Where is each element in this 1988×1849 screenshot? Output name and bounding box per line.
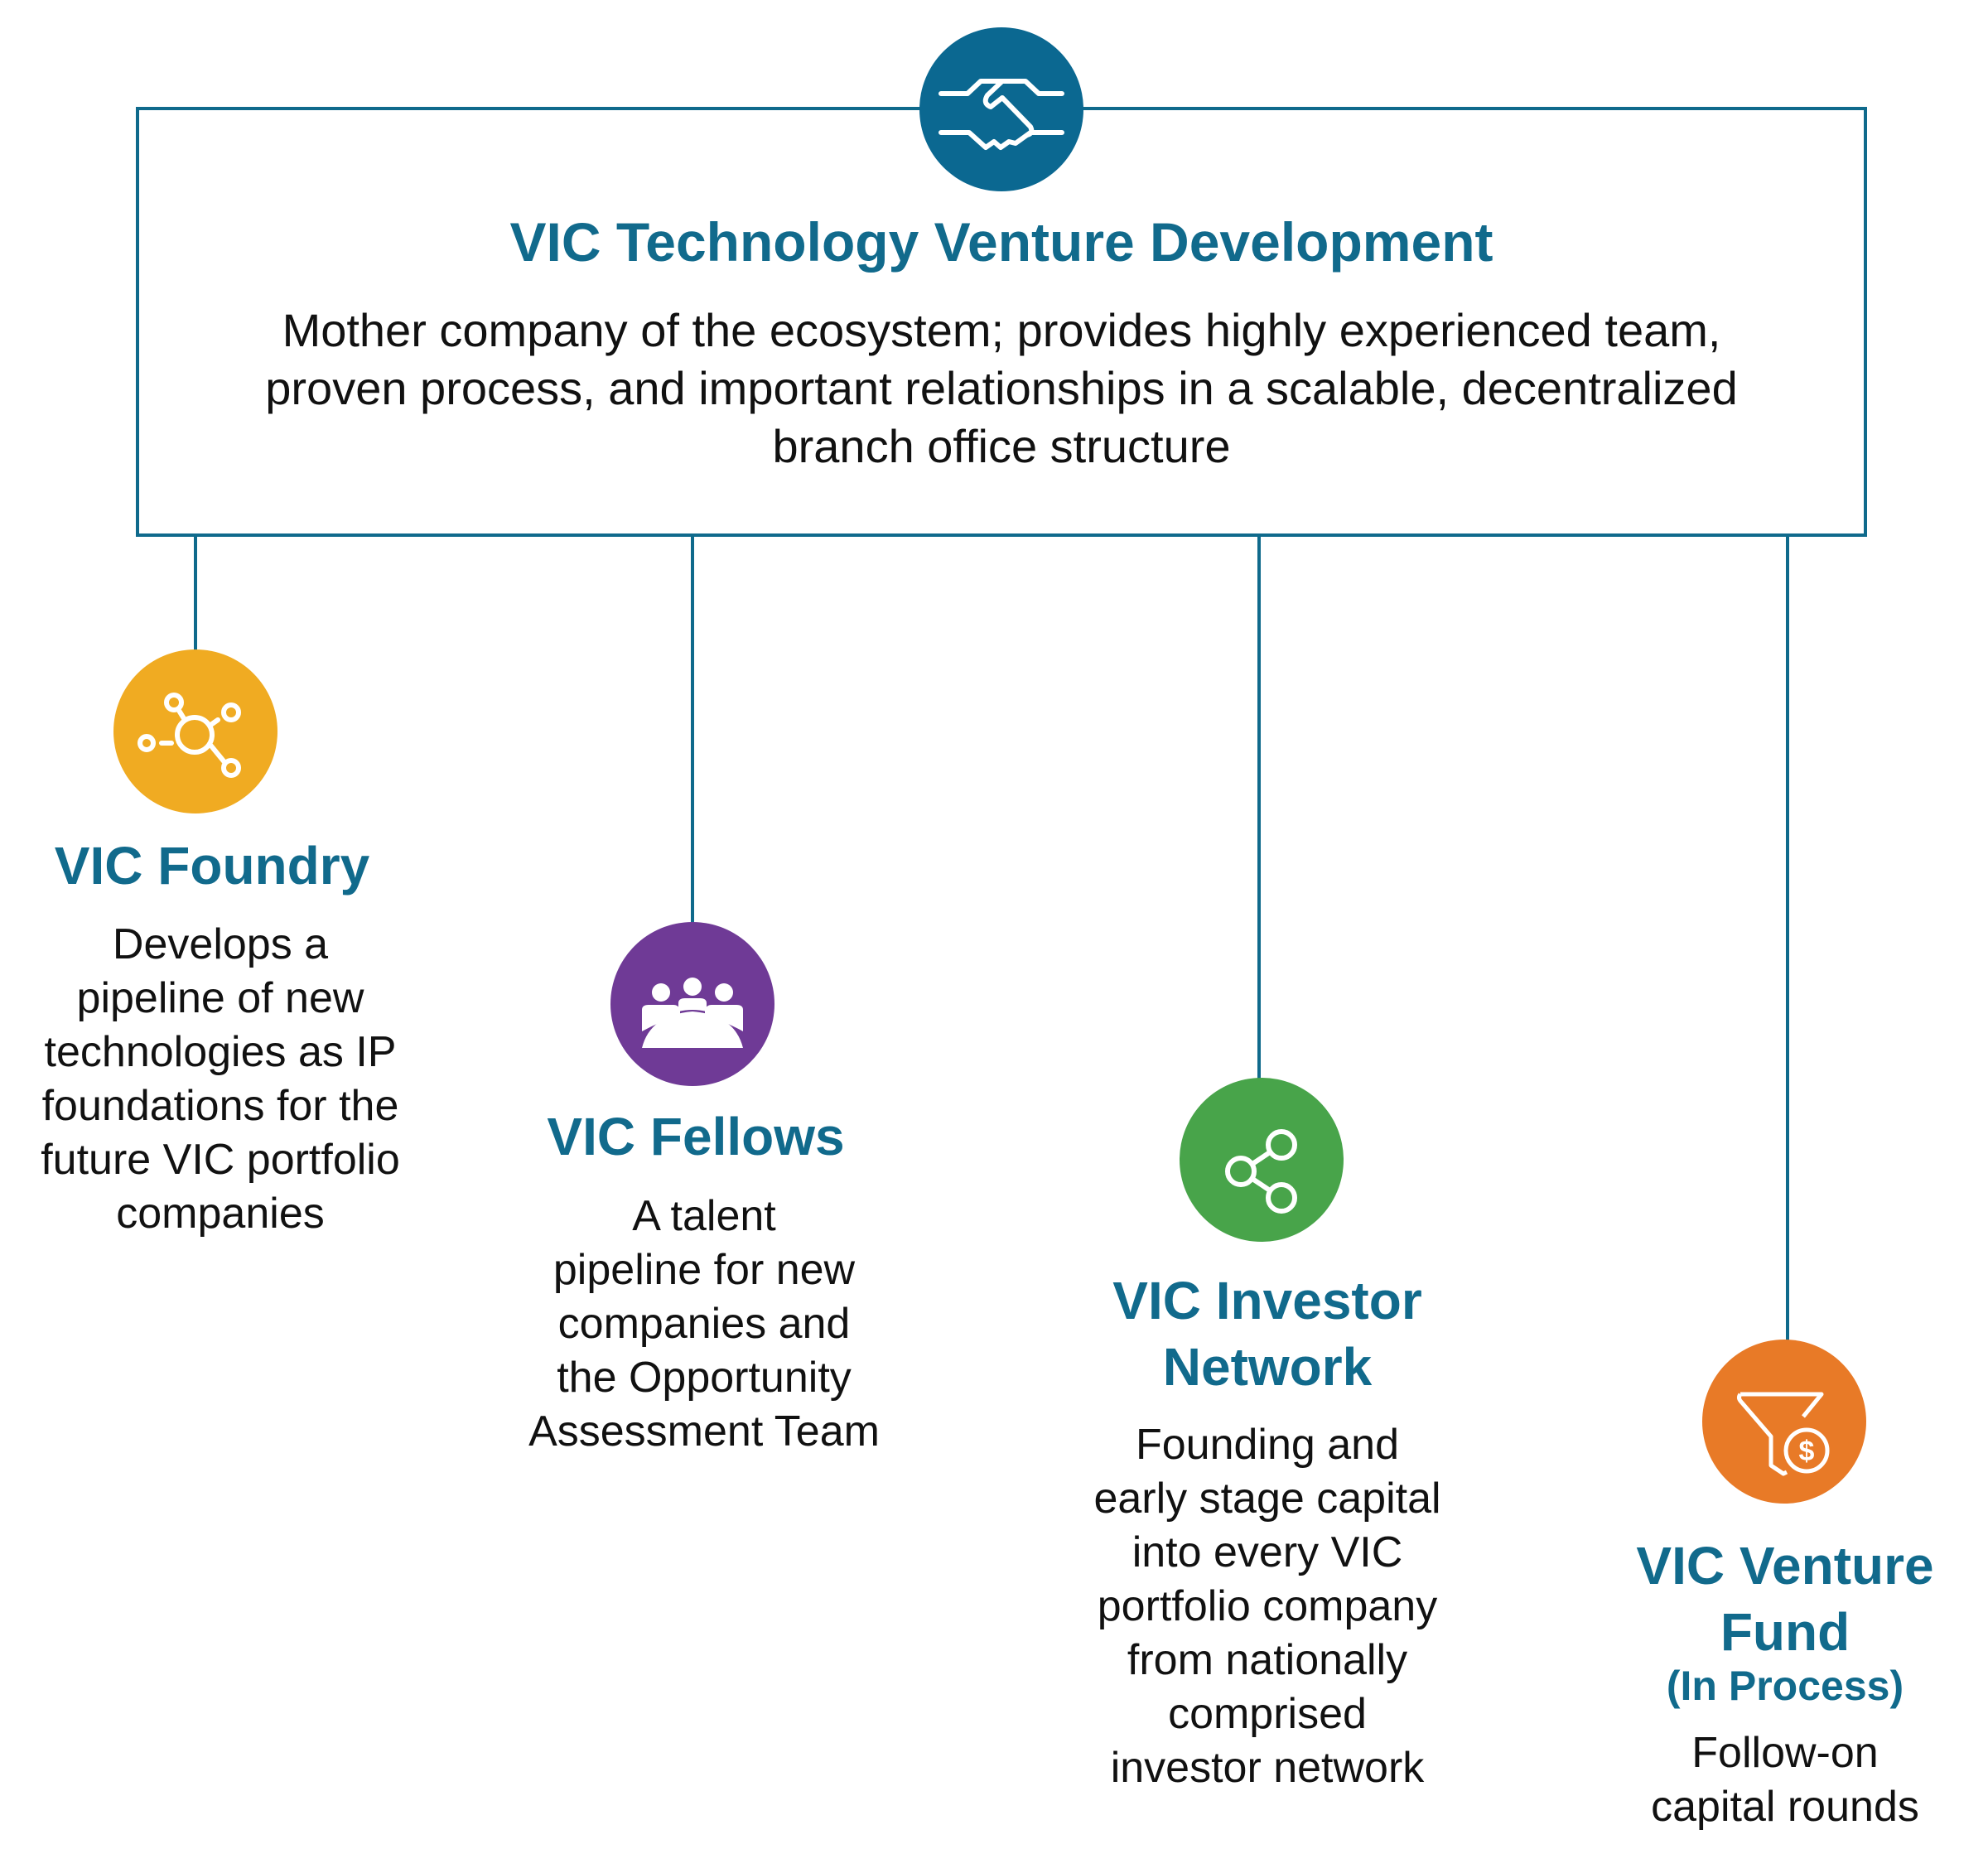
description-line: from nationally: [1127, 1636, 1408, 1684]
description-line: pipeline of new: [76, 974, 364, 1022]
description-line: proven process, and important relationsh…: [265, 362, 1738, 414]
venture-icon-circle: $: [1702, 1340, 1866, 1504]
handshake-icon: [939, 79, 1064, 150]
title-line: VIC Venture: [1636, 1536, 1934, 1596]
description-line: Mother company of the ecosystem; provide…: [282, 304, 1721, 356]
venture-description: Follow-on capital rounds: [1599, 1726, 1971, 1834]
header-icon-circle: [919, 27, 1083, 191]
parent-company-title: VIC Technology Venture Development: [509, 211, 1493, 273]
parent-company-description: Mother company of the ecosystem; provide…: [136, 302, 1867, 476]
description-line: portfolio company: [1097, 1582, 1438, 1630]
molecule-network-icon: [138, 693, 241, 778]
description-line: foundations for the: [41, 1082, 399, 1130]
description-line: companies and: [557, 1300, 851, 1348]
description-line: Assessment Team: [528, 1407, 880, 1456]
description-line: A talent: [632, 1192, 776, 1240]
connector-foundry: [194, 533, 197, 651]
foundry-title: VIC Foundry: [54, 836, 370, 896]
description-line: capital rounds: [1651, 1783, 1919, 1831]
connector-venture: [1786, 533, 1789, 1341]
title-line: Fund: [1720, 1602, 1850, 1662]
description-line: early stage capital: [1093, 1475, 1441, 1523]
description-line: the Opportunity: [557, 1354, 852, 1402]
investor-icon-circle: [1180, 1078, 1344, 1242]
description-line: Follow-on: [1691, 1729, 1879, 1777]
venture-title: VIC Venture Fund: [1599, 1533, 1971, 1665]
description-line: Develops a: [112, 920, 329, 968]
investor-description: Founding and early stage capital into ev…: [1060, 1418, 1474, 1795]
connector-fellows: [691, 533, 694, 924]
description-line: Founding and: [1135, 1421, 1400, 1469]
fellows-description: A talent pipeline for new companies and …: [497, 1190, 911, 1459]
description-line: investor network: [1110, 1744, 1425, 1792]
description-line: branch office structure: [772, 420, 1231, 472]
description-line: companies: [116, 1190, 325, 1238]
description-line: comprised: [1168, 1690, 1367, 1738]
description-line: technologies as IP: [44, 1028, 397, 1076]
investor-title: VIC Investor Network: [1069, 1267, 1466, 1400]
description-line: pipeline for new: [552, 1246, 856, 1294]
share-network-icon: [1225, 1129, 1297, 1214]
foundry-icon-circle: [113, 649, 277, 813]
fellows-icon-circle: [610, 922, 774, 1086]
description-line: future VIC portfolio: [41, 1136, 400, 1184]
meeting-group-icon: [642, 978, 743, 1048]
connector-investor: [1257, 533, 1261, 1080]
svg-text:$: $: [1799, 1436, 1815, 1467]
fellows-title: VIC Fellows: [547, 1107, 845, 1166]
description-line: into every VIC: [1132, 1528, 1403, 1576]
title-line: Network: [1162, 1337, 1373, 1397]
funnel-dollar-icon: $: [1737, 1392, 1830, 1476]
venture-status-subtitle: (In Process): [1666, 1663, 1904, 1709]
foundry-description: Develops a pipeline of new technologies …: [13, 918, 427, 1241]
title-line: VIC Investor: [1112, 1271, 1422, 1330]
